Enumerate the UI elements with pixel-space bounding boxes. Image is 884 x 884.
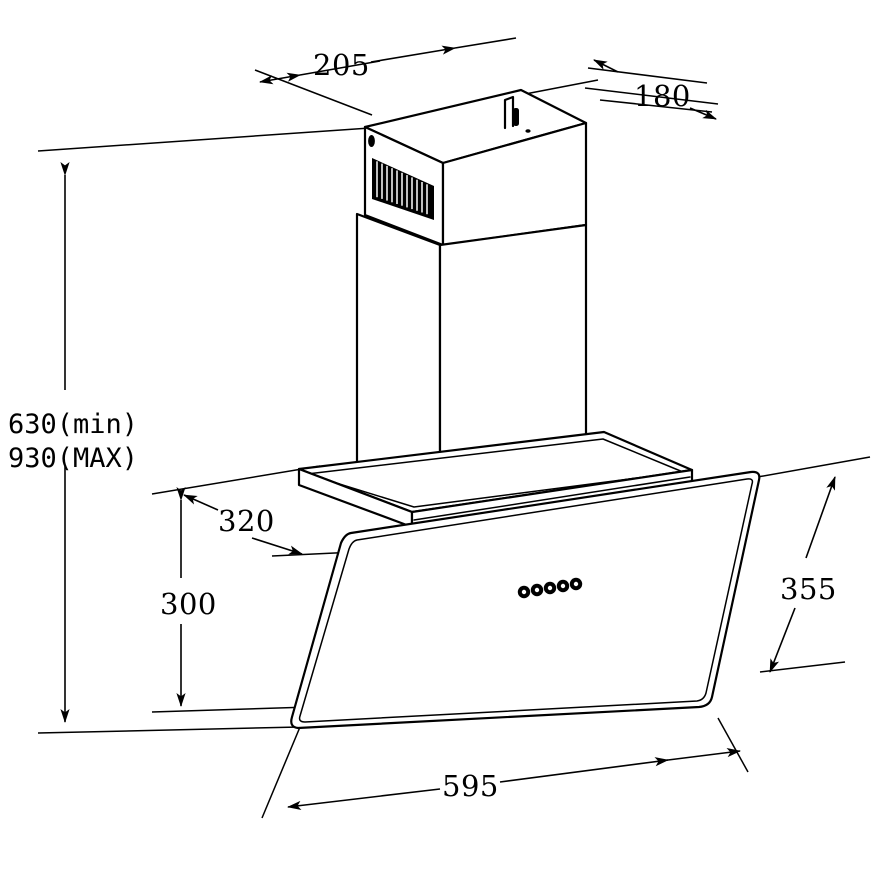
indicator-dot [368, 135, 375, 147]
dimension-label-595: 595 [442, 769, 499, 803]
control-button[interactable] [530, 583, 544, 597]
control-button[interactable] [543, 581, 557, 595]
glass-panel-inner-edge [298, 478, 754, 723]
control-button[interactable] [569, 577, 583, 591]
dimension-label-height-min: 630(min) [8, 409, 139, 440]
control-button[interactable] [517, 585, 531, 599]
dimension-label-height-max: 930(MAX) [8, 443, 139, 474]
dimension-205 [259, 37, 517, 85]
chimney-lower-section [355, 212, 588, 497]
glass-front-panel [290, 470, 761, 730]
dimension-355 [769, 476, 836, 673]
dimension-label-320: 320 [218, 504, 275, 538]
dimension-595 [287, 748, 741, 811]
dimension-label-355: 355 [780, 572, 837, 606]
dimension-label-300: 300 [160, 587, 217, 621]
dimension-label-205: 205 [313, 48, 370, 82]
glass-panel-outer [290, 470, 761, 730]
control-panel[interactable] [517, 577, 583, 599]
dimension-320 [183, 494, 303, 555]
dimension-180 [587, 59, 717, 120]
canopy-lip-detail-line [413, 476, 691, 521]
control-button[interactable] [556, 579, 570, 593]
vent-grille [368, 135, 434, 220]
dimension-label-180: 180 [634, 79, 691, 113]
mounting-bracket-tab [503, 95, 531, 133]
